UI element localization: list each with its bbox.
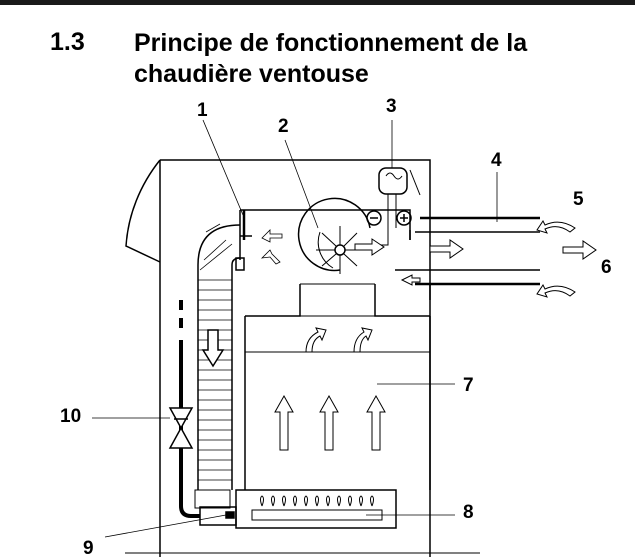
top-rule (0, 0, 635, 5)
flue-arrow (354, 238, 385, 256)
callout-9: 9 (83, 538, 94, 559)
callout-10: 10 (60, 406, 82, 427)
callout-1: 1 (197, 100, 208, 121)
gas-supply (179, 300, 237, 526)
small-arrow (261, 229, 283, 243)
fan-housing (239, 209, 430, 317)
up-arrow (274, 394, 294, 451)
tube-fins (198, 223, 233, 481)
air-arrow-curved (536, 284, 576, 298)
down-arrow-icon (201, 329, 225, 368)
callout-2: 2 (278, 116, 289, 137)
callout-4: 4 (491, 150, 502, 171)
leader-lines (92, 119, 498, 538)
air-arrow-in (400, 274, 421, 286)
section-title: Principe de fonctionnement de la chaudiè… (134, 29, 528, 88)
sensor-icon (240, 210, 252, 240)
burner-box (235, 489, 397, 529)
small-arrow (260, 249, 281, 265)
fan-icon (297, 197, 371, 274)
up-arrow (319, 394, 339, 451)
burner-flames (260, 495, 374, 507)
section-number: 1.3 (50, 28, 85, 56)
flue-arrow-exit (562, 240, 597, 260)
callout-8: 8 (463, 502, 474, 523)
flue-arrow (429, 239, 464, 259)
pressure-switch-icon (366, 167, 421, 246)
up-arrow (353, 327, 373, 353)
callout-5: 5 (573, 189, 584, 210)
up-arrow (305, 327, 327, 353)
callout-7: 7 (463, 375, 474, 396)
heat-exchanger-tube (197, 223, 245, 490)
air-arrow-curved (536, 220, 576, 234)
up-arrow (366, 394, 386, 451)
flow-arrows (260, 220, 597, 451)
combustion-chamber (244, 315, 431, 490)
concentric-duct (395, 216, 540, 300)
callout-6: 6 (601, 257, 612, 278)
gas-valve-icon (168, 407, 194, 449)
callout-3: 3 (386, 96, 397, 117)
